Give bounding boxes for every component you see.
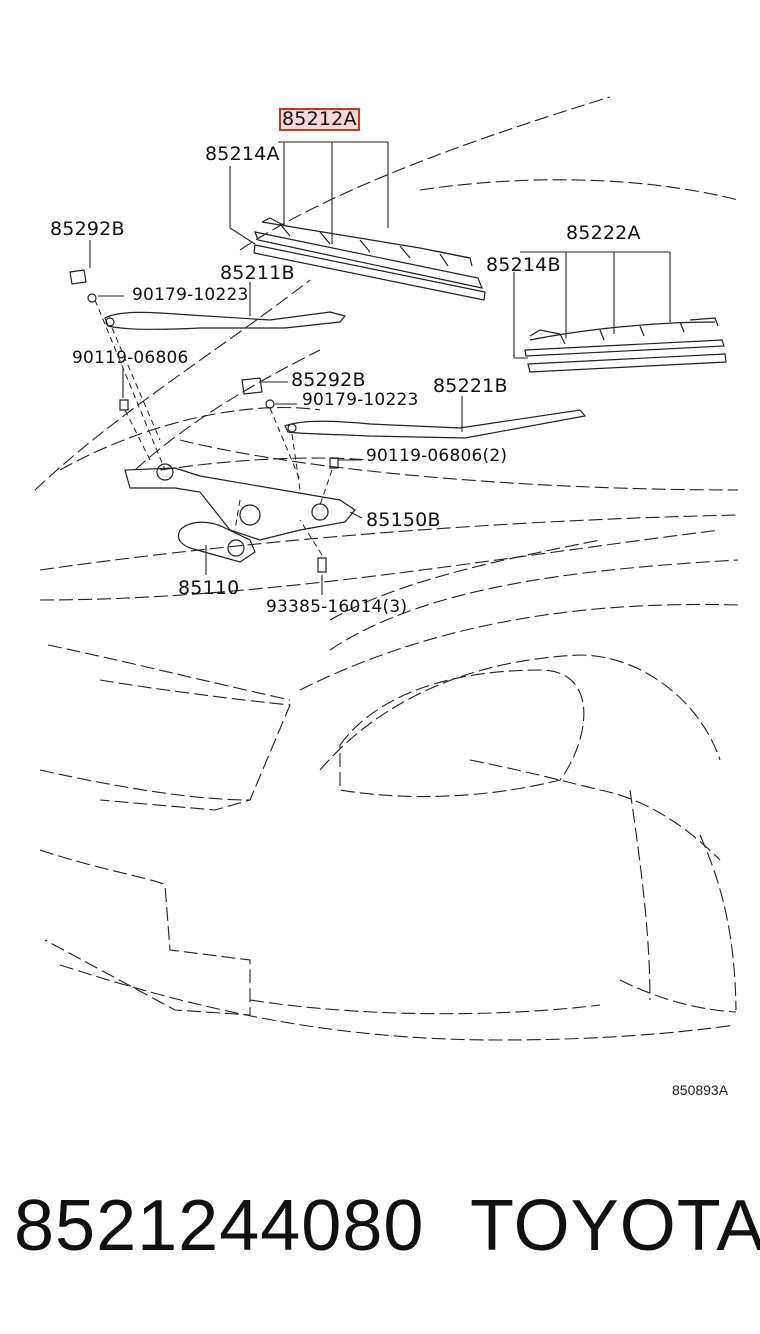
part-label-90119-left: 90119-06806: [72, 348, 189, 368]
wiper-arm-left: [104, 311, 347, 330]
part-number-caption: 8521244080: [14, 1186, 425, 1266]
part-label-85221B: 85221B: [433, 375, 508, 397]
wiper-blade-right: [524, 317, 727, 373]
part-label-90119-right: 90119-06806(2): [366, 446, 508, 466]
part-label-85110: 85110: [178, 577, 240, 599]
pivot-caps-and-nuts: [69, 269, 339, 573]
part-label-85214B: 85214B: [486, 254, 561, 276]
part-label-85292B-left: 85292B: [50, 218, 125, 240]
wiper-linkage-assembly: [124, 463, 356, 563]
guide-lines: [94, 299, 333, 556]
leader-lines: [89, 141, 671, 595]
part-label-85212A[interactable]: 85212A: [279, 108, 360, 131]
diagram-drawing: [34, 96, 739, 1041]
diagram-code: 850893A: [672, 1082, 729, 1098]
parts-diagram: 85212A 85214A 85292B 85211B 90179-10223 …: [34, 96, 739, 1098]
wiper-arm-right: [284, 409, 587, 439]
part-label-90179-left: 90179-10223: [132, 285, 249, 305]
part-label-85222A: 85222A: [566, 222, 641, 244]
car-body-outline: [34, 96, 739, 1041]
part-label-93385: 93385-16014(3): [266, 597, 408, 617]
part-label-85211B: 85211B: [220, 262, 295, 284]
brand-caption: TOYOTA: [470, 1186, 760, 1266]
wiper-blade-left: [253, 217, 486, 301]
part-label-90179-right: 90179-10223: [302, 390, 419, 410]
part-label-85214A: 85214A: [205, 143, 280, 165]
part-label-85150B: 85150B: [366, 509, 441, 531]
part-label-85292B-right: 85292B: [291, 369, 366, 391]
